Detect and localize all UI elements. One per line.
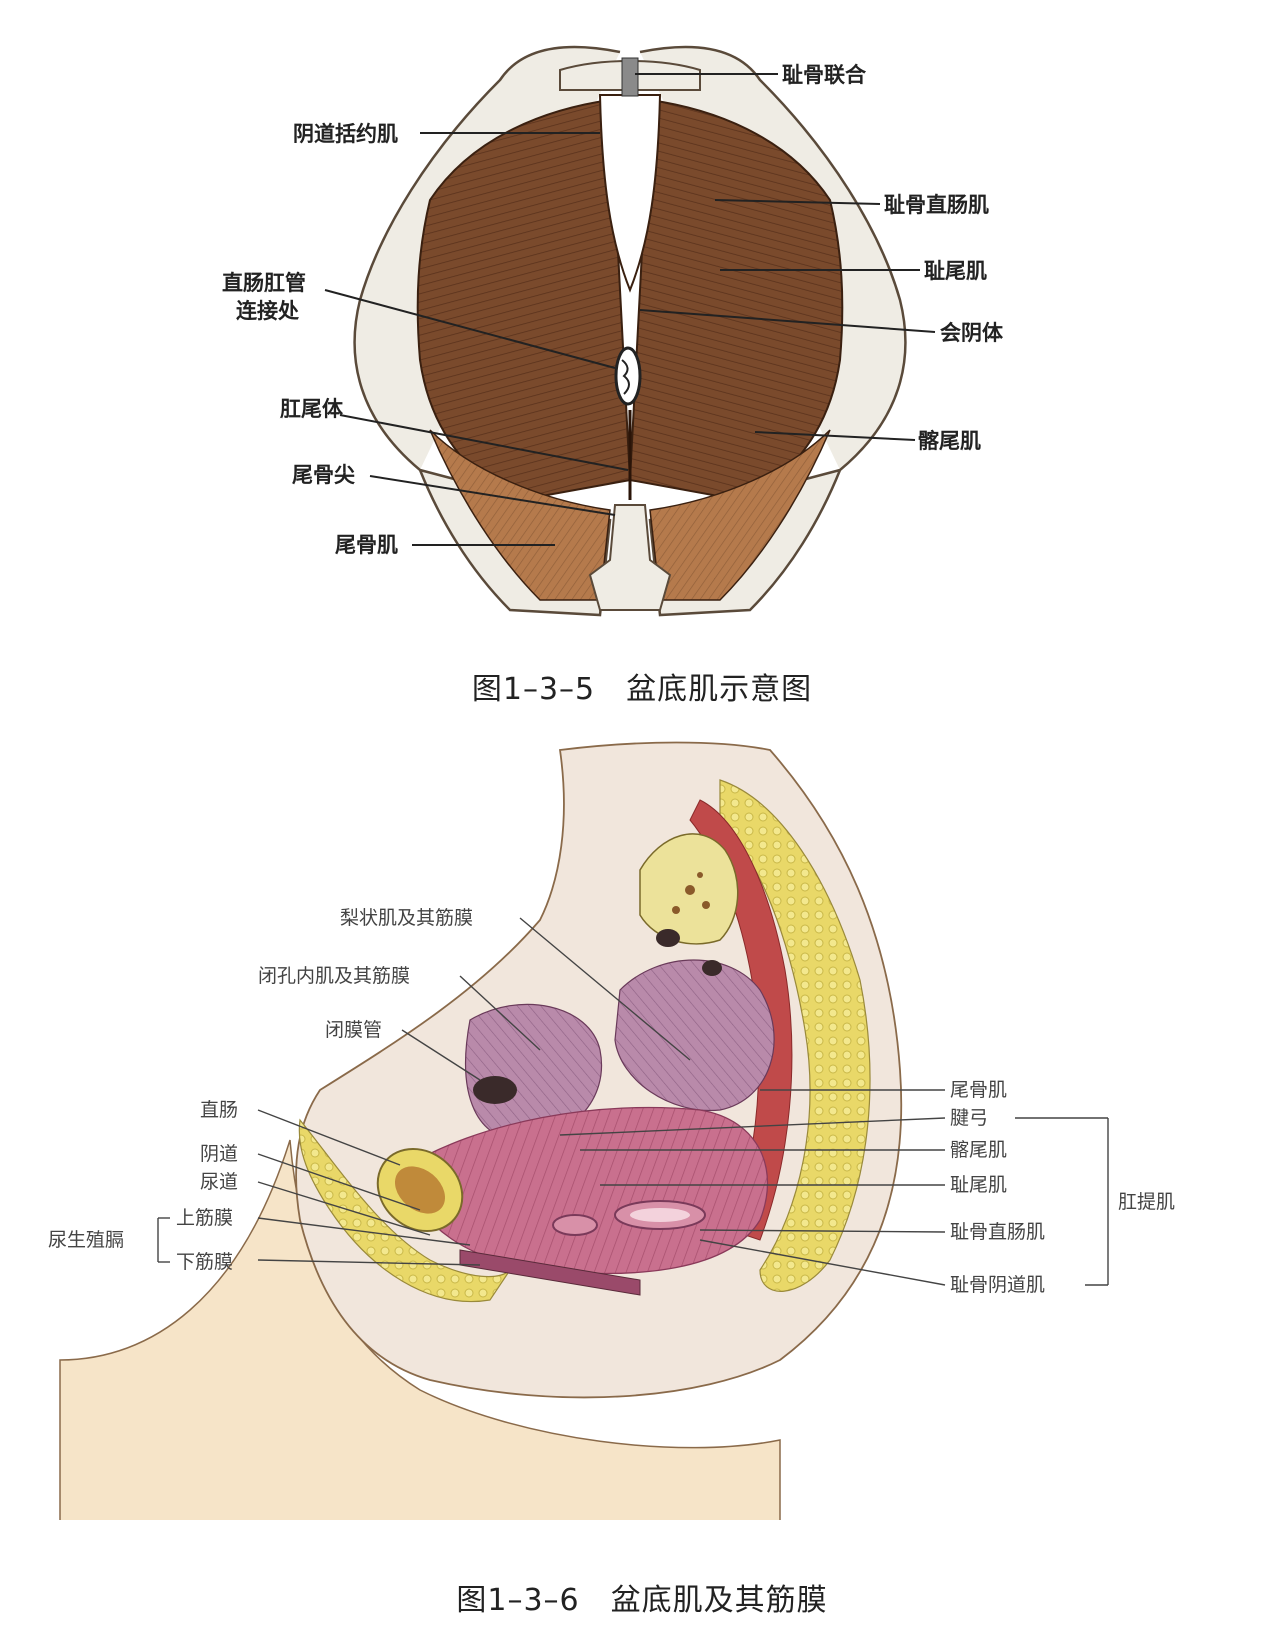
label-pubic-symphysis: 耻骨联合 bbox=[782, 62, 867, 87]
label-rectum: 直肠 bbox=[200, 1099, 238, 1121]
label-iliococcygeus: 髂尾肌 bbox=[918, 428, 981, 453]
label-pubovaginalis: 耻骨阴道肌 bbox=[950, 1274, 1045, 1296]
label-rectum-anal-junction-1: 直肠肛管 bbox=[222, 270, 306, 295]
label-inferior-fascia: 下筋膜 bbox=[176, 1251, 233, 1273]
label-perineal-body: 会阴体 bbox=[940, 320, 1004, 345]
label-coccyx-tip: 尾骨尖 bbox=[292, 462, 355, 487]
pelvic-floor-illustration: 耻骨联合 阴道括约肌 耻骨直肠肌 耻尾肌 直肠肛管 连接处 会阴体 肛尾体 髂尾… bbox=[222, 45, 1004, 617]
label-vagina: 阴道 bbox=[200, 1143, 238, 1165]
label-obturator-canal: 闭膜管 bbox=[325, 1019, 382, 1041]
label-levator-ani: 肛提肌 bbox=[1118, 1191, 1175, 1213]
label-superior-fascia: 上筋膜 bbox=[176, 1207, 233, 1229]
label-rectum-anal-junction-2: 连接处 bbox=[236, 298, 299, 323]
pelvic-floor-fascia-diagram: 梨状肌及其筋膜 闭孔内肌及其筋膜 闭膜管 直肠 阴道 尿道 尿生殖膈 上筋膜 下… bbox=[0, 740, 1284, 1541]
pelvic-floor-fascia-illustration: 梨状肌及其筋膜 闭孔内肌及其筋膜 闭膜管 直肠 阴道 尿道 尿生殖膈 上筋膜 下… bbox=[48, 741, 1175, 1541]
label-pubococcygeus: 耻尾肌 bbox=[924, 258, 987, 283]
label-anococcygeal-body: 肛尾体 bbox=[280, 396, 344, 421]
label-iliococcygeus-2: 髂尾肌 bbox=[950, 1139, 1007, 1161]
label-urogenital-diaphragm: 尿生殖膈 bbox=[48, 1229, 124, 1251]
label-coccygeus-2: 尾骨肌 bbox=[950, 1079, 1007, 1101]
figure-caption-1: 图1–3–5 盆底肌示意图 bbox=[471, 672, 813, 707]
figure-caption-2: 图1–3–6 盆底肌及其筋膜 bbox=[456, 1583, 828, 1618]
label-puborectalis-2: 耻骨直肠肌 bbox=[950, 1221, 1045, 1243]
label-obturator-internus: 闭孔内肌及其筋膜 bbox=[258, 965, 410, 987]
label-vaginal-sphincter: 阴道括约肌 bbox=[293, 121, 398, 146]
label-pubococcygeus-2: 耻尾肌 bbox=[950, 1174, 1007, 1196]
label-urethra: 尿道 bbox=[200, 1171, 238, 1193]
pelvis-sagittal-body bbox=[59, 741, 903, 1541]
label-coccygeus: 尾骨肌 bbox=[335, 532, 398, 557]
muscle-sheet bbox=[416, 57, 844, 611]
label-puborectalis: 耻骨直肠肌 bbox=[884, 192, 989, 217]
pelvic-floor-diagram: 耻骨联合 阴道括约肌 耻骨直肠肌 耻尾肌 直肠肛管 连接处 会阴体 肛尾体 髂尾… bbox=[0, 0, 1284, 650]
label-piriformis: 梨状肌及其筋膜 bbox=[340, 907, 473, 929]
label-tendinous-arch: 腱弓 bbox=[950, 1107, 988, 1129]
